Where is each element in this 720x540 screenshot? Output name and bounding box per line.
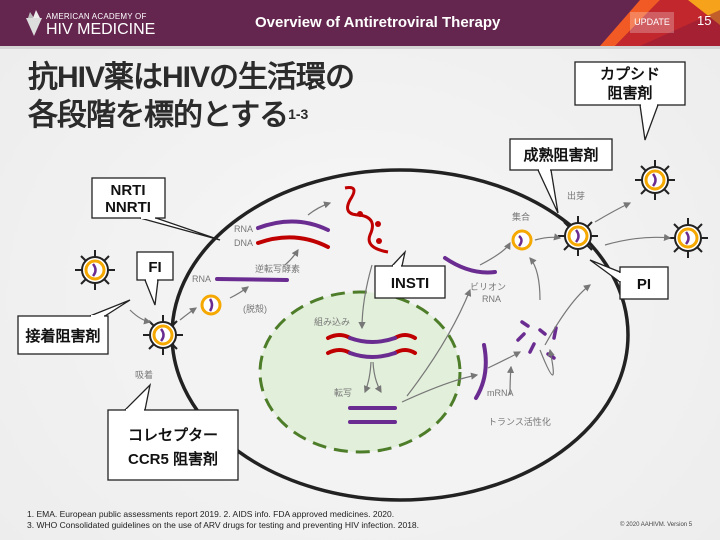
- label-assembly: 集合: [512, 211, 530, 222]
- logo-line1: AMERICAN ACADEMY OF: [46, 12, 147, 21]
- callout-attachment-text: 接着阻害剤: [25, 327, 100, 345]
- callout-maturation-text: 成熟阻害剤: [523, 146, 598, 164]
- references: 1. EMA. European public assessments repo…: [27, 509, 419, 530]
- label-transcription: 転写: [334, 388, 352, 398]
- header-bar: AMERICAN ACADEMY OF HIV MEDICINE Overvie…: [0, 0, 720, 49]
- label-rna-left: RNA: [192, 274, 211, 284]
- label-budding: 出芽: [567, 190, 585, 201]
- label-adsorption: 吸着: [135, 369, 153, 380]
- callout-maturation-inhibitor: 成熟阻害剤: [509, 138, 613, 214]
- label-mrna: mRNA: [487, 388, 514, 398]
- label-reverse-transcriptase: 逆転写酵素: [255, 263, 300, 274]
- label-uncoating: (脱殻): [243, 303, 267, 314]
- virion-icon: [73, 248, 117, 292]
- callout-fi-text: FI: [148, 259, 161, 276]
- reference-1: 1. EMA. European public assessments repo…: [27, 509, 395, 519]
- reference-2: 3. WHO Consolidated guidelines on the us…: [27, 519, 420, 530]
- callout-insti-text: INSTI: [391, 275, 429, 292]
- copyright: © 2020 AAHIVM. Version 5: [620, 522, 693, 528]
- capsid-icon: [200, 294, 222, 316]
- label-dna: DNA: [234, 238, 253, 248]
- logo-line2: HIV MEDICINE: [46, 21, 156, 38]
- callout-ccr5-inhibitor: コレセプター CCR5 阻害剤: [107, 383, 239, 481]
- label-virion-rna-2: RNA: [482, 294, 501, 304]
- title-line1: 抗HIV薬はHIVの生活環の: [28, 61, 355, 94]
- callout-pi-text: PI: [637, 276, 651, 293]
- callout-nrti-nnrti: NRTI NNRTI: [91, 177, 221, 241]
- nucleus: [258, 290, 462, 454]
- update-badge: UPDATE: [630, 12, 674, 33]
- virion-attached-icon: [141, 313, 185, 357]
- callout-insti: INSTI: [374, 249, 446, 299]
- label-rna-top: RNA: [234, 224, 253, 234]
- label-transactivation: トランス活性化: [488, 416, 551, 427]
- label-virion-rna-1: ビリオン: [470, 282, 506, 292]
- page-number: 15: [697, 13, 712, 28]
- callout-pi: PI: [589, 259, 669, 300]
- callout-capsid-line1: カプシド: [600, 66, 660, 83]
- mature-virion-icon: [666, 216, 710, 260]
- callout-fi: FI: [136, 251, 174, 306]
- callout-nrti: NRTI: [111, 182, 146, 199]
- callout-attachment-inhibitor: 接着阻害剤: [17, 299, 131, 355]
- assembly-icon: [511, 229, 533, 251]
- title-superscript: 1-3: [288, 106, 309, 122]
- callout-ccr5-line2: CCR5 阻害剤: [128, 450, 218, 468]
- virion-budding-icon: [556, 214, 600, 258]
- header-decoration: [600, 0, 720, 46]
- logo-icon: [26, 10, 42, 36]
- callout-ccr5-line1: コレセプター: [128, 427, 218, 444]
- label-integration: 組み込み: [314, 316, 350, 327]
- title-line2: 各段階を標的とする: [28, 99, 289, 132]
- mature-virion-icon: [633, 158, 677, 202]
- callout-capsid-inhibitor: カプシド 阻害剤: [574, 61, 686, 141]
- slide-title: 抗HIV薬はHIVの生活環の 各段階を標的とする1-3: [28, 60, 355, 134]
- callout-capsid-line2: 阻害剤: [607, 84, 652, 102]
- header-title: Overview of Antiretroviral Therapy: [255, 14, 501, 31]
- callout-nnrti: NNRTI: [105, 199, 151, 216]
